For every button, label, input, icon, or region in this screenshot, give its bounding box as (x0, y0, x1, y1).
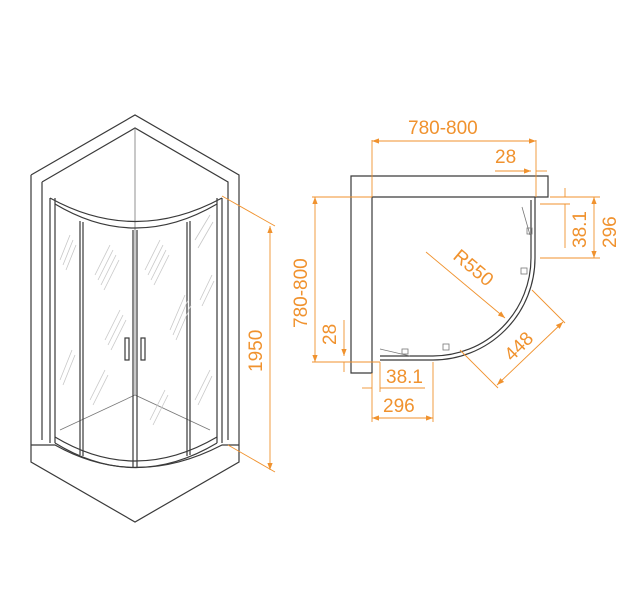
height-label: 1950 (246, 330, 267, 372)
door-handles (124, 337, 146, 361)
plan-view: 780-800 28 38.1 296 780-800 28 38.1 296 … (291, 118, 621, 422)
bottom-straight-label: 296 (383, 396, 415, 417)
bottom-gap-label: 38.1 (386, 367, 423, 388)
door-frame (49, 197, 223, 469)
left-depth-label: 780-800 (291, 258, 312, 328)
right-gap-label: 38.1 (570, 211, 591, 248)
top-offset-label: 28 (495, 147, 516, 168)
right-straight-label: 296 (600, 216, 621, 248)
top-width-label: 780-800 (408, 118, 478, 139)
walls (30, 114, 240, 445)
isometric-view: 1950 (30, 114, 276, 523)
height-dimension: 1950 (221, 195, 276, 473)
left-offset-label: 28 (320, 324, 341, 345)
glass-reflections (59, 214, 215, 426)
radius-label: R550 (449, 246, 497, 291)
entry-width-label: 448 (501, 328, 538, 365)
shower-base (30, 444, 240, 523)
